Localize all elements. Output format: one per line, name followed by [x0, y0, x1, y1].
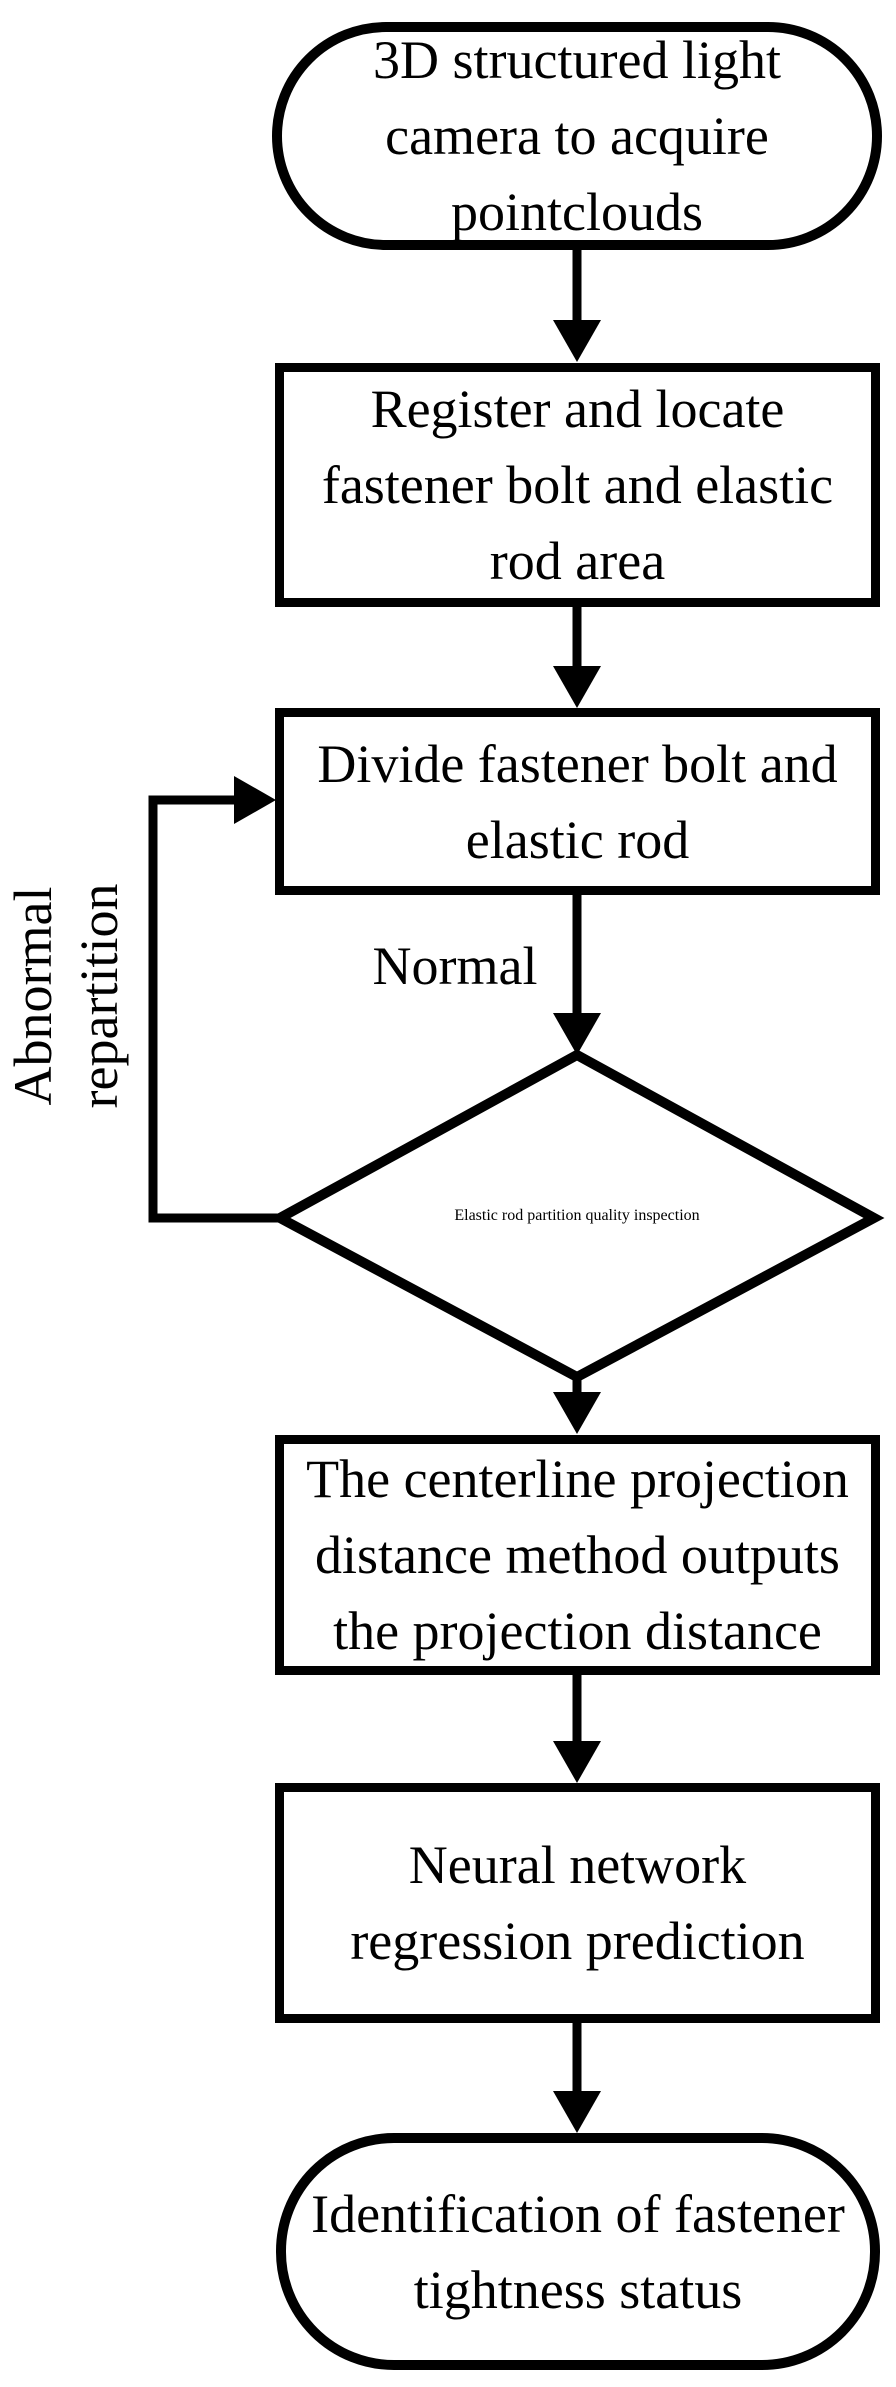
edge-label-normal: Normal [372, 936, 538, 996]
node-end-label: Identification of fastener tightness sta… [311, 2183, 845, 2320]
node-start-label: 3D structured light camera to acquire po… [373, 30, 781, 242]
arrowhead-down-icon [553, 1392, 601, 1434]
arrowhead-down-icon [553, 2091, 601, 2133]
node-divide-label: Divide fastener bolt and elastic rod [317, 733, 838, 870]
feedback-loop-line [148, 795, 280, 1223]
node-centerline-process: The centerline projection distance metho… [275, 1435, 880, 1675]
node-neural-process: Neural network regression prediction [275, 1783, 880, 2023]
node-divide-process: Divide fastener bolt and elastic rod [275, 708, 880, 895]
node-register-process: Register and locate fastener bolt and el… [275, 363, 880, 607]
node-centerline-label: The centerline projection distance metho… [306, 1449, 849, 1661]
arrowhead-right-icon [234, 776, 276, 824]
decision-diamond-shape [269, 1049, 885, 1383]
arrowhead-down-icon [553, 666, 601, 708]
node-inspect-decision: Elastic rod partition quality inspection [297, 1096, 857, 1336]
node-register-label: Register and locate fastener bolt and el… [321, 379, 834, 591]
node-end-terminator: Identification of fastener tightness sta… [276, 2133, 880, 2370]
arrowhead-down-icon [553, 1741, 601, 1783]
node-neural-label: Neural network regression prediction [350, 1835, 805, 1971]
arrowhead-down-icon [553, 1013, 601, 1055]
node-inspect-label: Elastic rod partition quality inspection [454, 1207, 700, 1224]
edge-label-abnormal-repartition: Abnormal repartition [3, 883, 129, 1109]
arrowhead-down-icon [553, 320, 601, 362]
node-start-terminator: 3D structured light camera to acquire po… [272, 22, 882, 250]
